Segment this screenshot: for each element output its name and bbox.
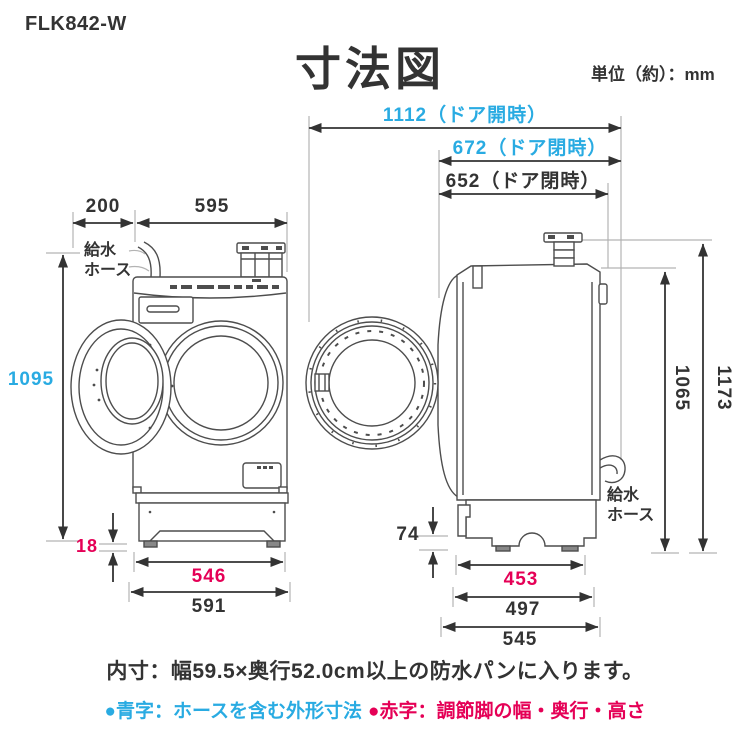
dim-depth-with-hose: 672（ドア閉時） — [452, 138, 608, 159]
legend-blue-text: ●青字：ホースを含む外形寸法 — [104, 701, 363, 722]
side-view-drawing — [305, 232, 626, 552]
legend-red-text: ●赤字：調節脚の幅・奥行・高さ — [368, 701, 646, 722]
water-hose-label-side-line2: ホース — [607, 507, 655, 524]
waterproof-pan-note: 内寸：幅59.5×奥行52.0cm以上の防水パンに入ります。 — [106, 660, 644, 683]
dim-feet-width: 546 — [191, 566, 227, 587]
water-hose-label-side: 給水 ホース — [607, 486, 654, 526]
dim-base-depth: 497 — [505, 599, 541, 620]
dim-feet-depth: 453 — [503, 569, 539, 590]
dim-base-height: 74 — [396, 524, 420, 545]
dim-body-width: 595 — [194, 196, 230, 217]
unit-note: 単位（約）：mm — [591, 65, 715, 84]
dim-open-door-protrusion: 200 — [85, 196, 121, 217]
water-hose-label-front: 給水 ホース — [84, 241, 131, 281]
color-legend: ●青字：ホースを含む外形寸法●赤字：調節脚の幅・奥行・高さ — [104, 696, 645, 723]
dim-height-with-hose: 1095 — [7, 369, 55, 390]
dim-bottom-width: 591 — [191, 596, 227, 617]
dim-door-open-total-width: 1112（ドア開時） — [382, 105, 548, 126]
model-number: FLK842-W — [25, 13, 127, 35]
page-title: 寸法図 — [295, 43, 445, 95]
front-view-drawing — [70, 241, 289, 548]
dim-body-height: 1065 — [671, 364, 692, 412]
dim-bottom-depth: 545 — [502, 629, 538, 650]
dim-total-height: 1173 — [713, 365, 734, 411]
water-hose-label-front-line2: ホース — [84, 262, 132, 279]
dim-depth-door-closed: 652（ドア閉時） — [445, 171, 601, 192]
water-hose-label-front-line1: 給水 — [84, 242, 117, 259]
water-hose-label-side-line1: 給水 — [607, 487, 640, 504]
dim-foot-height: 18 — [75, 536, 99, 556]
dimension-lines — [58, 123, 708, 632]
